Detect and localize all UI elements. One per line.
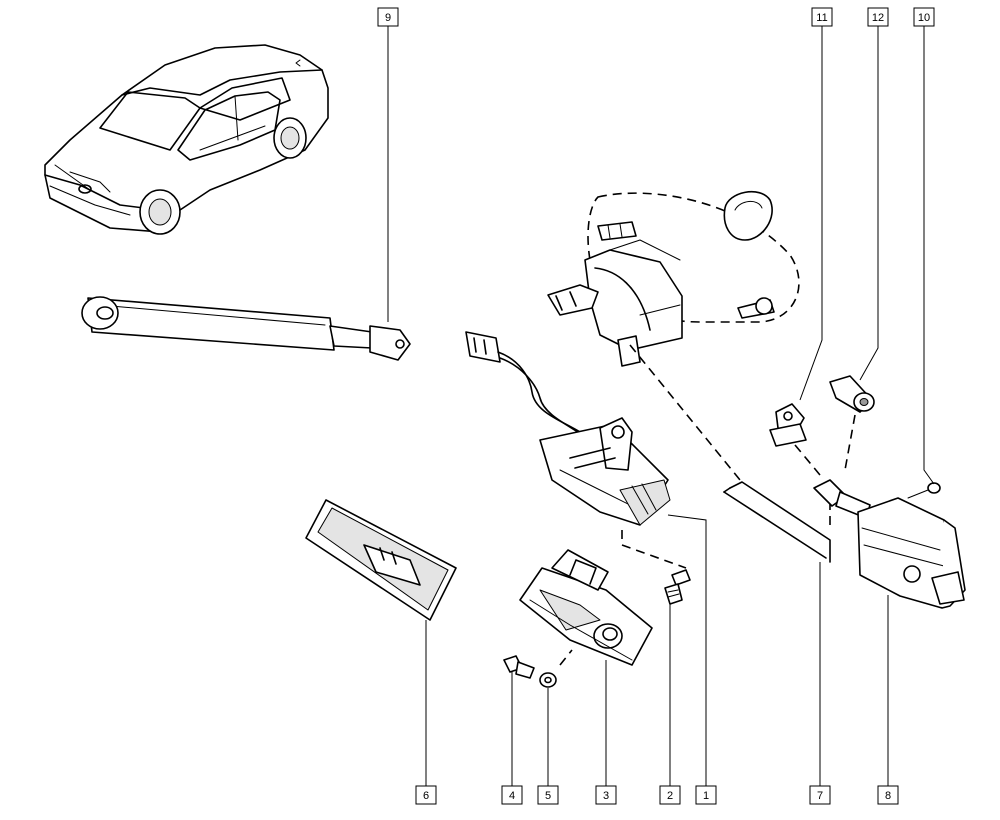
callout-11: 11: [811, 7, 833, 27]
callout-5: 5: [537, 785, 559, 805]
washer-part-5: [539, 672, 557, 786]
bolt-part-4: [503, 655, 535, 786]
callout-8-label: 8: [885, 790, 891, 802]
callout-7-label: 7: [817, 790, 823, 802]
interior-lamp-part-6: [305, 499, 457, 786]
lock-mechanism-part-1: [465, 331, 707, 790]
callout-10-label: 10: [918, 12, 930, 24]
callout-7: 7: [809, 785, 831, 805]
gas-strut-part-9: [81, 26, 411, 361]
latch-plate-part-3: [519, 549, 653, 786]
callout-3-label: 3: [603, 790, 609, 802]
callout-4: 4: [501, 785, 523, 805]
grommet-part-12: [829, 26, 879, 471]
callout-6-label: 6: [423, 790, 429, 802]
callout-3: 3: [595, 785, 617, 805]
callout-2-label: 2: [667, 790, 673, 802]
screw-part-2: [621, 530, 691, 786]
callout-2: 2: [659, 785, 681, 805]
callout-12: 12: [867, 7, 889, 27]
callout-12-label: 12: [872, 12, 884, 24]
callout-10: 10: [913, 7, 935, 27]
callout-8: 8: [877, 785, 899, 805]
callout-6: 6: [415, 785, 437, 805]
callout-9: 9: [377, 7, 399, 27]
link-rod-part-7: [629, 344, 831, 786]
callout-4-label: 4: [509, 790, 515, 802]
tailgate-handle-assembly: [547, 191, 800, 367]
callout-5-label: 5: [545, 790, 551, 802]
callout-1: 1: [695, 785, 717, 805]
callout-1-label: 1: [703, 790, 709, 802]
actuator-motor-part-8: [813, 26, 966, 786]
car-illustration: [44, 44, 329, 235]
clip-part-11: [769, 26, 823, 476]
callout-9-label: 9: [385, 12, 391, 24]
callout-11-label: 11: [816, 12, 827, 24]
